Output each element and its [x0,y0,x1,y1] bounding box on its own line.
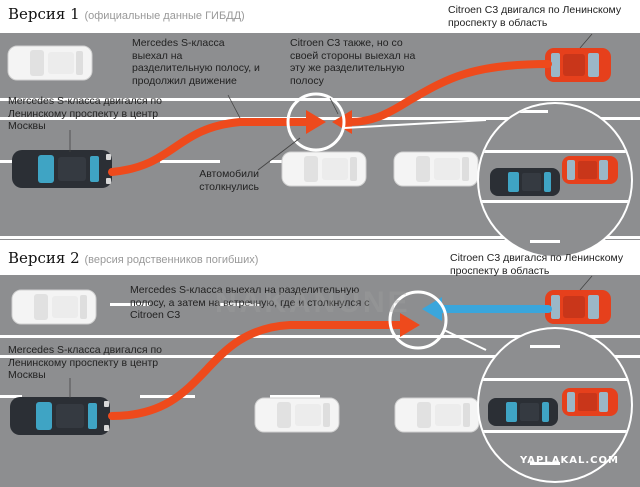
citroen-arrowhead [422,297,442,321]
version-2-subtitle: (версия родственников погибших) [84,254,259,266]
zoom-view [343,102,633,258]
mercedes-car [12,150,112,188]
parked-car [11,289,97,325]
parked-car [393,151,479,187]
v1-citroen-action-label: Citroen C3 также, но со своей стороны вы… [290,37,416,87]
citroen-car [545,290,611,324]
watermark: NAKANUNE [215,286,411,319]
site-credit: YAPLAKAL.COM [520,455,619,466]
version-2-title: Версия 2 (версия родственников погибших) [8,249,258,267]
v1-mercedes-action-label: Mercedes S-класса выехал на разделительн… [132,37,260,87]
lane-markings [0,272,640,398]
collision-marker [286,92,346,152]
collision-marker [388,290,448,350]
v1-citroen-route-label: Citroen C3 двигался по Ленинскому проспе… [448,4,622,29]
citroen-car [545,48,611,82]
parked-car [7,45,93,81]
parked-car [254,397,340,433]
parked-car [281,151,367,187]
v1-mercedes-route-label: Mercedes S-класса двигался по Ленинскому… [8,95,162,132]
v2-citroen-route-label: Citroen C3 двигался по Ленинскому проспе… [450,252,624,277]
v2-mercedes-action-label: Mercedes S-класса выехал на разделительн… [130,284,370,321]
version-1-subtitle: (официальные данные ГИБДД) [84,10,245,22]
v2-mercedes-route-label: Mercedes S-класса двигался по Ленинскому… [8,344,162,381]
version-1-heading: Версия 1 [8,5,80,23]
citroen-path [346,60,552,126]
version-1-title: Версия 1 (официальные данные ГИБДД) [8,5,245,23]
v1-collision-label: Автомобили столкнулись [199,168,259,193]
mercedes-arrowhead [306,110,326,134]
mercedes-path [108,321,406,420]
mercedes-arrowhead [400,313,420,337]
version-2-heading: Версия 2 [8,249,80,267]
mercedes-path [108,118,312,176]
parked-car [394,397,480,433]
label-leaders [69,33,593,398]
zoom-view [443,327,633,483]
mercedes-car [10,397,110,435]
